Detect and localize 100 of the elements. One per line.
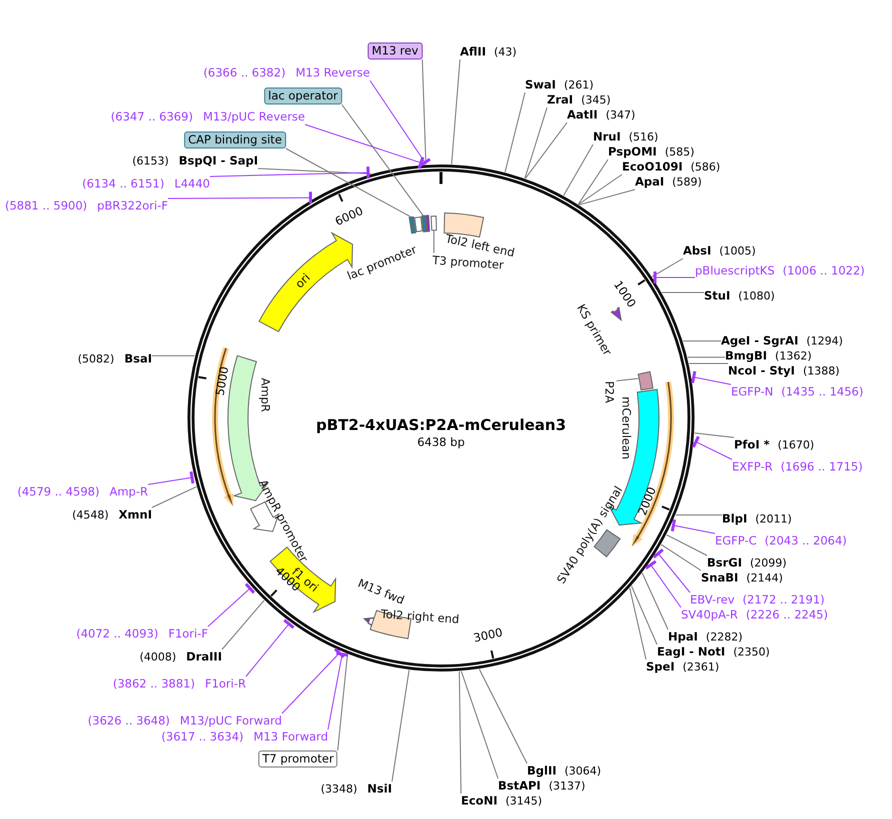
site-position: (6153) <box>132 154 169 168</box>
plasmid-name: pBT2-4xUAS:P2A-mCerulean3 <box>316 416 566 434</box>
feature-label: ori <box>292 270 314 292</box>
primer-range: (6134 .. 6151) <box>82 176 164 190</box>
enzyme-name: XmnI <box>118 508 152 522</box>
leader-line <box>222 600 265 650</box>
leader-line <box>652 258 684 278</box>
site-position: (1294) <box>806 334 843 348</box>
leader-line <box>148 470 194 485</box>
site-position: (2282) <box>706 630 742 644</box>
site-position: (1388) <box>802 364 840 378</box>
feature-label: M13 fwd <box>356 576 406 608</box>
leader-line <box>285 148 412 218</box>
feature-label: AmpR <box>258 378 272 412</box>
leader-line <box>210 165 370 180</box>
site-position: (3145) <box>505 794 542 808</box>
site-position: (2011) <box>755 512 792 526</box>
plasmid-size: 6438 bp <box>417 435 465 449</box>
site-position: (516) <box>628 130 658 144</box>
leader-line <box>246 618 296 677</box>
feature-label: mCerulean <box>618 396 634 460</box>
enzyme-name: NsiI <box>367 782 392 796</box>
primer-name: F1ori-R <box>204 676 246 690</box>
enzyme-name: BspQI - SapI <box>178 154 258 168</box>
feature-label: Tol2 right end <box>380 606 460 628</box>
leader-line <box>504 92 526 173</box>
leader-line <box>433 230 434 254</box>
leader-line <box>152 486 197 508</box>
primer-range: (3862 .. 3881) <box>112 676 195 690</box>
leader-line <box>692 434 732 460</box>
site-position: (3137) <box>548 780 586 792</box>
feature-tag: M13 rev <box>368 42 422 60</box>
enzyme-name: EcoO109I <box>622 160 683 174</box>
enzyme-name: SpeI <box>646 660 675 674</box>
enzyme-name: AbsI <box>683 244 712 258</box>
enzyme-name: AflII <box>460 44 486 58</box>
feature-tag: CAP binding site <box>184 132 286 148</box>
primer-name: EXFP-R <box>732 460 773 474</box>
leader-line <box>328 652 350 730</box>
enzyme-name: BstAPI <box>498 778 541 792</box>
leader-line <box>524 107 548 179</box>
leader-line <box>660 544 702 571</box>
site-position: (5082) <box>78 352 114 366</box>
scale-number: 5000 <box>212 365 232 397</box>
leader-line <box>578 174 622 205</box>
primer-range: (2226 .. 2245) <box>746 608 828 622</box>
leader-line <box>337 654 348 751</box>
leader-line <box>666 534 708 556</box>
leader-line <box>258 168 372 174</box>
site-position: (1362) <box>775 350 812 362</box>
leader-line <box>661 292 704 293</box>
primer-range: (5881 .. 5900) <box>5 198 88 212</box>
site-position: (2144) <box>746 572 783 584</box>
enzyme-name: StuI <box>704 288 730 302</box>
leader-line <box>687 356 726 358</box>
site-position: (4008) <box>140 650 176 664</box>
feature-tag: T7 promoter <box>258 750 338 768</box>
enzyme-name: PspOMI <box>608 144 657 158</box>
site-position: (589) <box>672 176 702 188</box>
leader-line <box>578 159 608 205</box>
enzyme-name: AatII <box>567 108 598 122</box>
primer-name: EGFP-C <box>715 534 757 548</box>
leader-line <box>208 582 256 627</box>
primer-name: EGFP-N <box>731 384 774 398</box>
enzyme-name: NcoI - StyI <box>728 364 795 378</box>
leader-line <box>304 124 424 170</box>
primer-name: EBV-rev <box>690 592 735 606</box>
primer-range: (2172 .. 2191) <box>742 592 825 606</box>
site-position: (43) <box>494 46 517 58</box>
primer-name: M13 Reverse <box>296 66 370 80</box>
enzyme-name: BglII <box>527 764 556 778</box>
primer-name: F1ori-F <box>168 626 208 640</box>
primer-name: M13/pUC Reverse <box>202 110 305 124</box>
leader-line <box>670 518 716 534</box>
primer-name: SV40pA-R <box>681 608 738 622</box>
site-position: (347) <box>606 108 636 122</box>
primer-range: (4579 .. 4598) <box>17 484 100 498</box>
primer-range: (3626 .. 3648) <box>88 714 170 728</box>
leader-line <box>616 378 639 382</box>
enzyme-name: NruI <box>593 130 621 144</box>
scale-number: 3000 <box>472 625 504 645</box>
leader-line <box>644 560 682 608</box>
enzyme-name: BsrGI <box>707 556 742 570</box>
enzyme-name: ZraI <box>547 92 574 106</box>
feature-tag: lac operator <box>264 88 342 104</box>
feature-label: T3 promoter <box>432 253 504 273</box>
leader-line <box>152 355 196 356</box>
site-position: (3348) <box>320 782 358 796</box>
leader-line <box>688 363 728 364</box>
primer-range: (1696 .. 1715) <box>780 460 863 474</box>
site-position: (1005) <box>719 244 756 258</box>
enzyme-name: PfoI * <box>734 438 770 452</box>
site-position: (2099) <box>750 556 787 570</box>
site-position: (4548) <box>72 508 109 522</box>
leader-line <box>370 80 432 168</box>
site-position: (1670) <box>778 438 814 452</box>
primer-range: (4072 .. 4093) <box>76 626 158 640</box>
leader-line <box>631 586 658 645</box>
leader-line <box>629 588 646 660</box>
enzyme-name: EcoNI <box>461 794 498 808</box>
